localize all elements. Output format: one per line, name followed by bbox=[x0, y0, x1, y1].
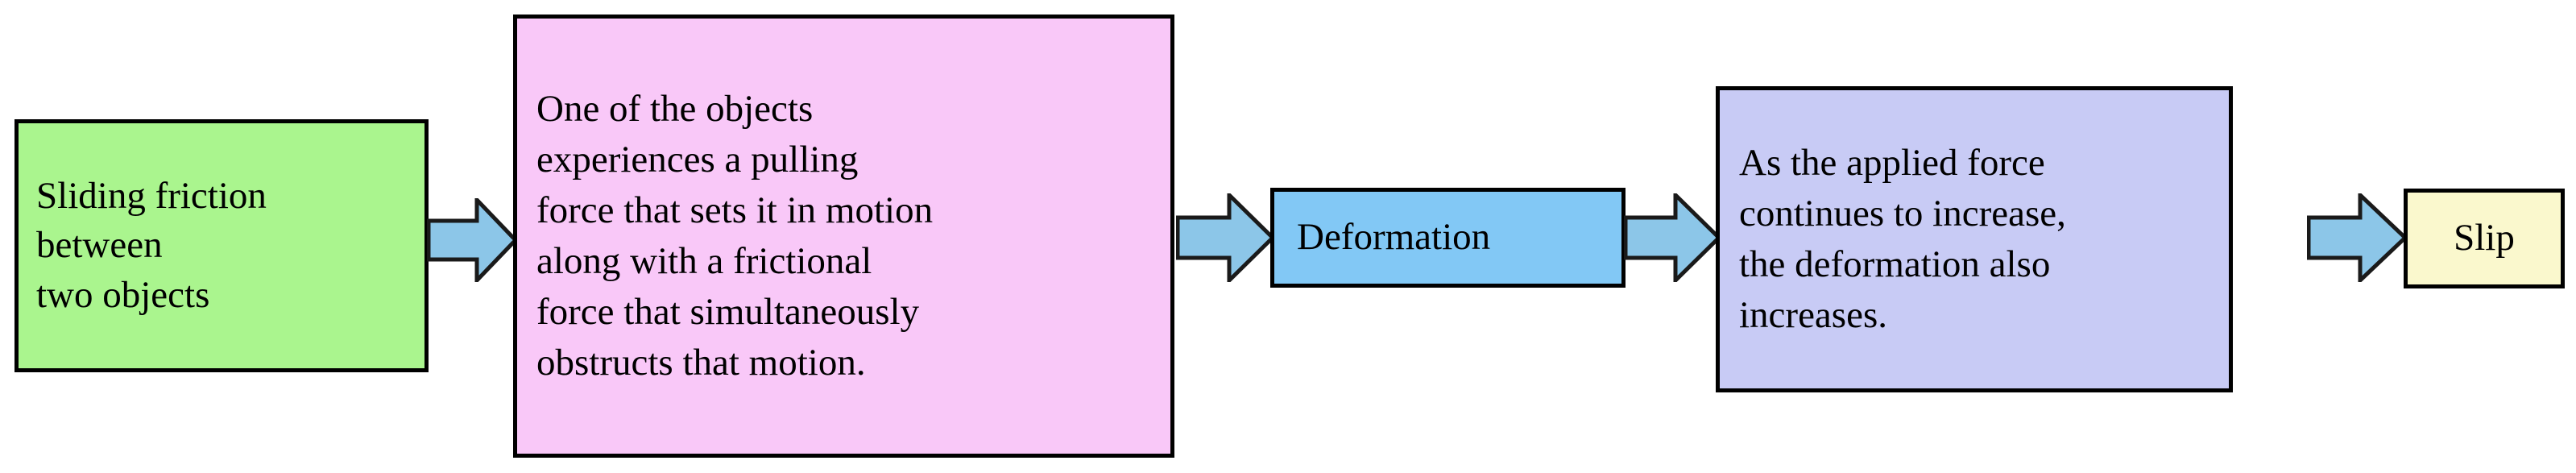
node-deformation-increases-label: As the applied force continues to increa… bbox=[1739, 142, 2066, 336]
node-sliding-friction-label: Sliding friction between two objects bbox=[36, 175, 267, 316]
arrow-pull-to-deformation bbox=[1176, 193, 1274, 282]
node-slip[interactable]: Slip bbox=[2404, 189, 2565, 288]
arrow-start-to-pull bbox=[427, 198, 517, 282]
node-deformation-increases[interactable]: As the applied force continues to increa… bbox=[1716, 86, 2233, 392]
node-pulling-force[interactable]: One of the objects experiences a pulling… bbox=[513, 15, 1174, 458]
arrow-deformation-to-increase bbox=[1624, 193, 1721, 282]
node-deformation[interactable]: Deformation bbox=[1270, 188, 1626, 288]
node-slip-label: Slip bbox=[2454, 217, 2515, 259]
arrow-increase-to-slip bbox=[2307, 193, 2407, 282]
node-sliding-friction[interactable]: Sliding friction between two objects bbox=[14, 119, 429, 372]
node-deformation-label: Deformation bbox=[1297, 216, 1491, 259]
node-pulling-force-label: One of the objects experiences a pulling… bbox=[536, 88, 934, 384]
